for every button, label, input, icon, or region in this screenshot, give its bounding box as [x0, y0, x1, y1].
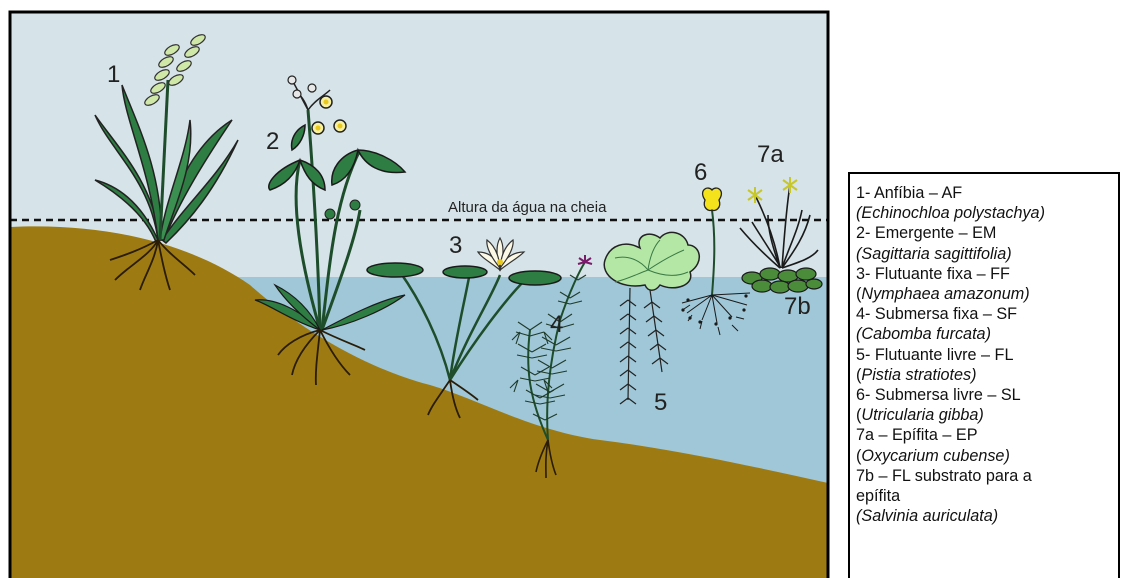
legend-type: 3- Flutuante fixa – FF [856, 264, 1118, 284]
plant-label-3: 3 [449, 232, 462, 259]
legend-scientific-name: (Pistia stratiotes) [856, 365, 1118, 385]
legend-entry: 2- Emergente – EM(Sagittaria sagittifoli… [856, 223, 1118, 263]
legend-paren-close: ) [1006, 245, 1011, 263]
legend-entry: 4- Submersa fixa – SF(Cabomba furcata) [856, 304, 1118, 344]
legend-entry: 6- Submersa livre – SL(Utricularia gibba… [856, 385, 1118, 425]
plant-label-1: 1 [107, 61, 120, 88]
legend-type: 5- Flutuante livre – FL [856, 345, 1118, 365]
legend-type: 7b – FL substrato para a [856, 466, 1118, 486]
plant-label-5: 5 [654, 389, 667, 416]
legend-type: 7a – Epífita – EP [856, 425, 1118, 445]
legend-type: 4- Submersa fixa – SF [856, 304, 1118, 324]
plant-label-7b: 7b [784, 293, 811, 320]
legend-scientific-name: (Sagittaria sagittifolia) [856, 244, 1118, 264]
legend-scientific-name: (Cabomba furcata) [856, 324, 1118, 344]
legend-species: Pistia stratiotes [861, 366, 971, 384]
legend-paren-close: ) [1004, 447, 1009, 465]
legend-scientific-name: (Oxycarium cubense) [856, 446, 1118, 466]
legend-scientific-name: (Nymphaea amazonum) [856, 284, 1118, 304]
legend-type: 2- Emergente – EM [856, 223, 1118, 243]
legend-species: Oxycarium cubense [861, 447, 1004, 465]
legend-species: Nymphaea amazonum [861, 285, 1024, 303]
legend-type: 6- Submersa livre – SL [856, 385, 1118, 405]
legend-paren-close: ) [993, 507, 998, 525]
legend-species: Utricularia gibba [861, 406, 978, 424]
legend-paren-close: ) [1040, 204, 1045, 222]
plant-label-4: 4 [550, 311, 563, 338]
plant-label-6: 6 [694, 159, 707, 186]
legend-scientific-name: (Utricularia gibba) [856, 405, 1118, 425]
legend-entry: 5- Flutuante livre – FL(Pistia stratiote… [856, 345, 1118, 385]
legend-box: 1- Anfíbia – AF(Echinochloa polystachya)… [848, 172, 1120, 578]
legend-entry: 1- Anfíbia – AF(Echinochloa polystachya) [856, 183, 1118, 223]
plant-label-2: 2 [266, 128, 279, 155]
legend-paren-close: ) [971, 366, 976, 384]
legend-species: Cabomba furcata [861, 325, 985, 343]
legend-entry: 7a – Epífita – EP(Oxycarium cubense) [856, 425, 1118, 465]
legend-species: Sagittaria sagittifolia [861, 245, 1006, 263]
legend-entry: 3- Flutuante fixa – FF(Nymphaea amazonum… [856, 264, 1118, 304]
legend-paren-close: ) [1024, 285, 1029, 303]
legend-species: Echinochloa polystachya [861, 204, 1039, 222]
legend-paren-close: ) [986, 325, 991, 343]
legend-paren-close: ) [978, 406, 983, 424]
legend-type-continued: epífita [856, 486, 1118, 506]
aquatic-plants-diagram: Altura da água na cheia 1 2 3 4 5 6 7a 7… [0, 0, 840, 578]
flood-level-label: Altura da água na cheia [448, 199, 607, 216]
legend-scientific-name: (Echinochloa polystachya) [856, 203, 1118, 223]
legend-type: 1- Anfíbia – AF [856, 183, 1118, 203]
plant-label-7a: 7a [757, 141, 784, 168]
legend-scientific-name: (Salvinia auriculata) [856, 506, 1118, 526]
legend-species: Salvinia auriculata [861, 507, 992, 525]
